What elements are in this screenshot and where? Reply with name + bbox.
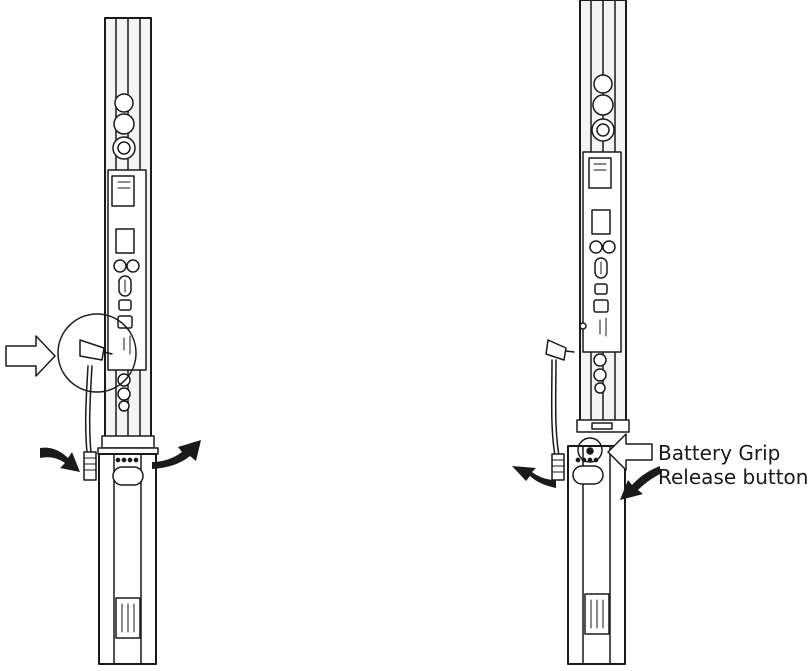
hollow-arrow-icon xyxy=(607,433,653,471)
tube-knobs-upper-right xyxy=(591,74,615,142)
control-panel-right xyxy=(579,151,622,353)
callout-line-2: Release button xyxy=(658,465,809,489)
battery-grip-right xyxy=(567,445,626,665)
battery-grip-release-callout: Battery Grip Release button xyxy=(658,441,808,489)
curved-arrow-icon xyxy=(620,466,660,500)
magnifier-circle-icon xyxy=(57,313,137,393)
tube-knobs-upper-left xyxy=(112,93,136,160)
release-button xyxy=(586,447,594,455)
curved-arrow-icon xyxy=(152,440,201,469)
curved-arrow-icon xyxy=(40,447,80,472)
battery-grip-left xyxy=(98,453,157,665)
tube-knobs-lower-left xyxy=(117,373,131,412)
callout-line-1: Battery Grip xyxy=(658,441,781,465)
light-assembly-left xyxy=(5,17,201,665)
magnifier-circle-icon xyxy=(577,437,603,463)
light-assembly-right xyxy=(512,0,660,665)
display-screen-right xyxy=(591,209,611,235)
control-panel-left xyxy=(107,169,147,371)
tube-knobs-lower-right xyxy=(593,353,607,394)
display-screen-left xyxy=(115,228,135,254)
coupling-ring-left xyxy=(97,435,159,455)
dc-cable-left xyxy=(79,339,113,481)
curved-arrow-icon xyxy=(512,466,556,488)
hollow-arrow-icon xyxy=(5,335,56,377)
dc-cable-right xyxy=(545,339,575,481)
coupling-ring-right xyxy=(576,419,630,433)
